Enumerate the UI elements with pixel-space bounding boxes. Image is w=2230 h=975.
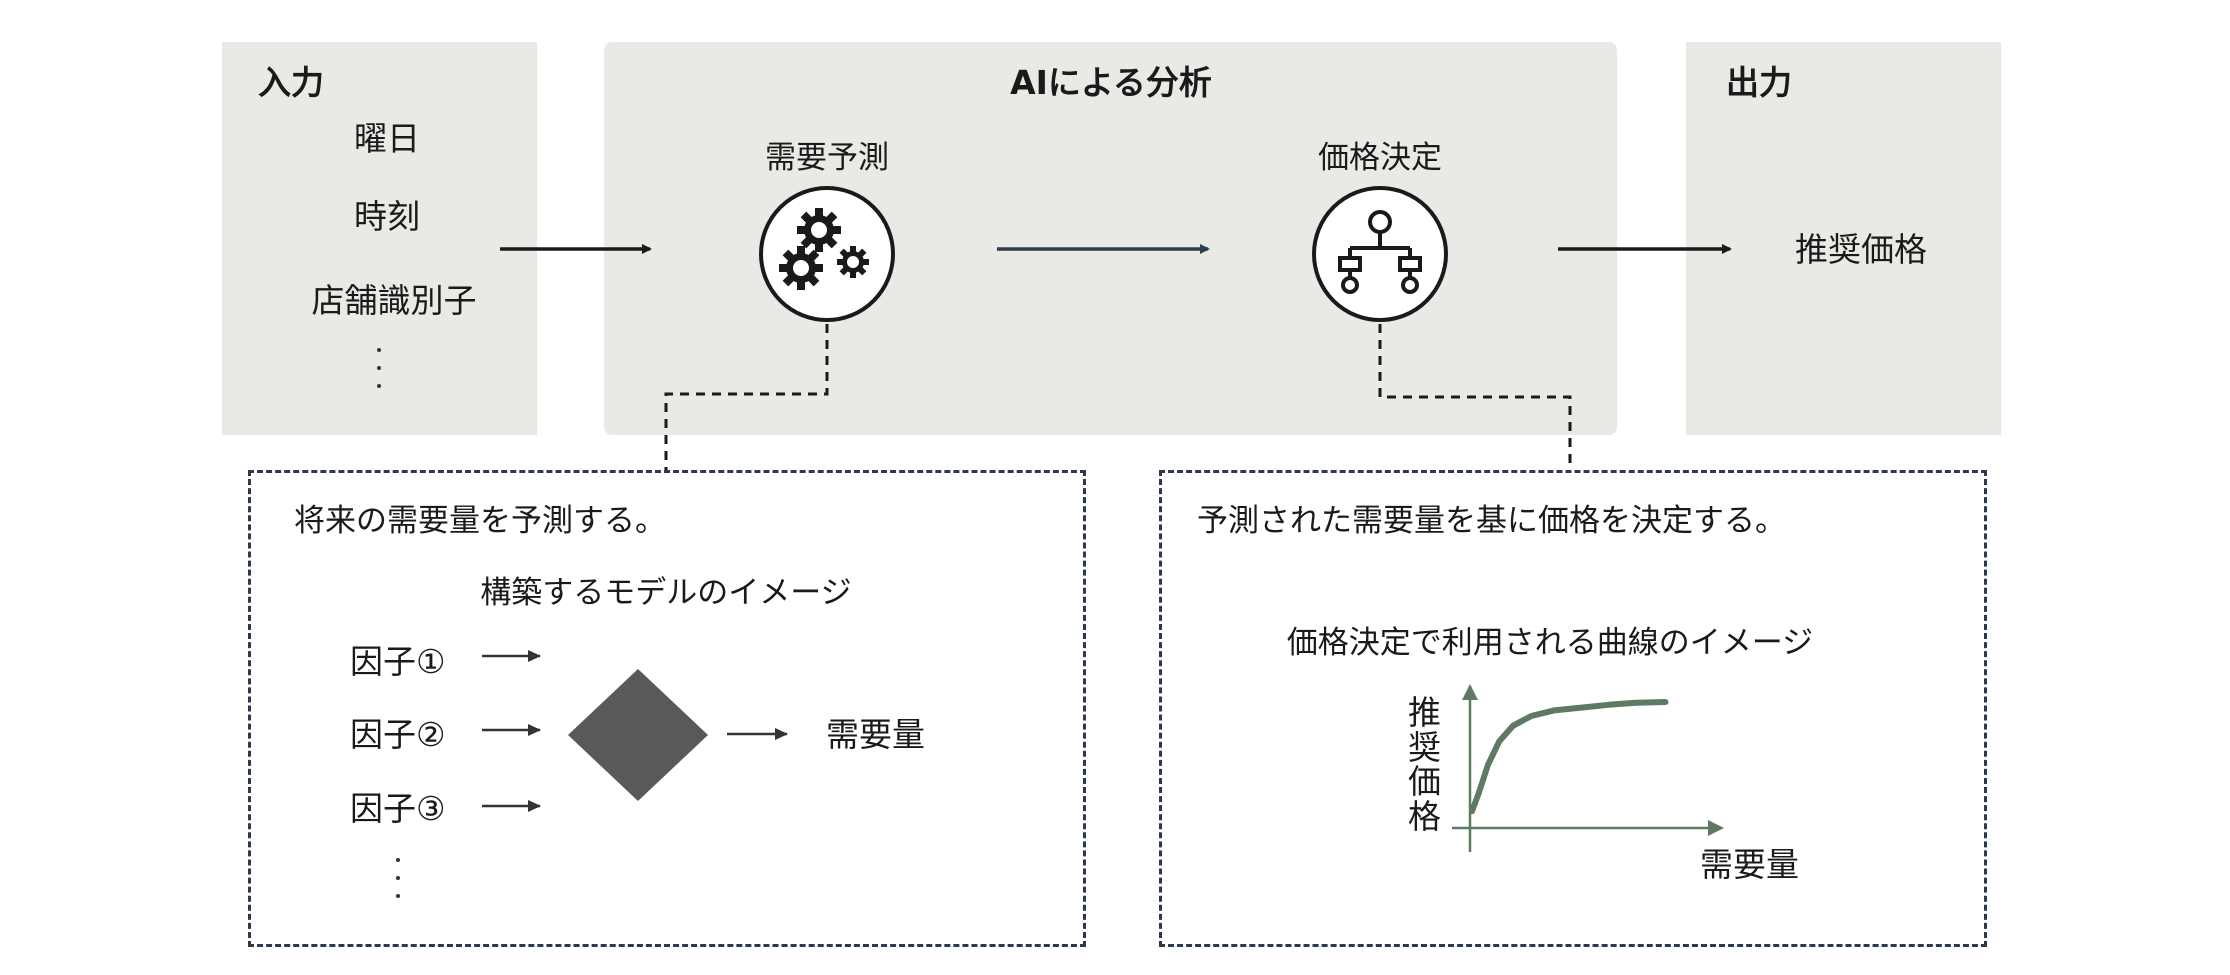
curve-y-label: 推奨価格 (1408, 693, 1441, 836)
curve-title: 価格決定で利用される曲線のイメージ (1286, 625, 1814, 661)
ai-heading: AIによる分析 (1010, 63, 1212, 102)
input-item: 曜日 (354, 119, 420, 158)
pricing-description: 予測された需要量を基に価格を決定する。 (1197, 503, 1786, 539)
output-heading: 出力 (1726, 63, 1792, 102)
demand-price-curve (1469, 699, 1669, 815)
ellipsis-dots (396, 858, 402, 912)
output-panel (1686, 42, 2001, 435)
curve-chart (1452, 684, 1724, 852)
pricing-label: 価格決定 (1318, 140, 1442, 176)
output-result: 推奨価格 (1795, 230, 1927, 269)
factor-label: 因子③ (350, 789, 446, 828)
curve-x-label: 需要量 (1700, 845, 1799, 884)
model-title: 構築するモデルのイメージ (480, 575, 852, 611)
hierarchy-icon (1312, 186, 1448, 322)
gears-icon (759, 186, 895, 322)
pricing-connector (1378, 324, 1572, 470)
input-item: 時刻 (354, 197, 420, 236)
forecast-description: 将来の需要量を予測する。 (294, 503, 666, 539)
forecast-connector (664, 324, 829, 470)
input-heading: 入力 (258, 63, 324, 102)
input-item: 店舗識別子 (311, 281, 477, 320)
ai-diamond-node (568, 669, 708, 801)
forecast-label: 需要予測 (765, 140, 889, 176)
factor-label: 因子① (350, 642, 446, 681)
factor-label: 因子② (350, 715, 446, 754)
ellipsis-dots (377, 348, 383, 402)
target-label: 需要量 (826, 715, 925, 754)
